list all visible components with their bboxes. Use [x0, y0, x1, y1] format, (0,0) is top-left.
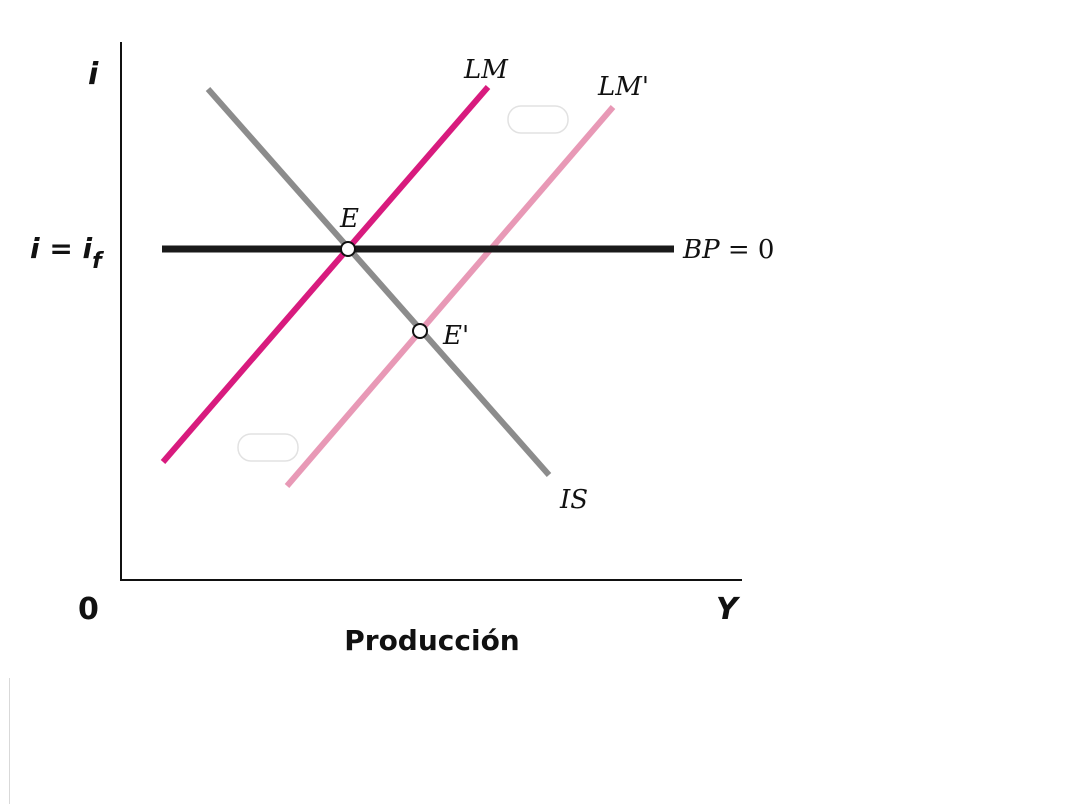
y-axis-label: i: [88, 57, 99, 92]
y-tick-label-if: i = if: [30, 232, 104, 274]
lm-prime-curve: [284, 105, 616, 488]
origin-label: 0: [78, 592, 99, 627]
bp-label: BP = 0: [682, 235, 774, 265]
y-tick-prefix: i = i: [30, 232, 93, 265]
x-axis-title: Producción: [344, 624, 520, 657]
lm-prime-label: LM': [597, 72, 649, 102]
x-axis-label: Y: [716, 592, 741, 627]
decorative-tab-top: [507, 105, 569, 134]
decorative-tab-bottom: [237, 433, 299, 462]
equilibrium-point-e: [340, 241, 356, 257]
lm-curve: [160, 85, 491, 464]
is-label: IS: [559, 485, 588, 515]
point-e-prime-label: E': [442, 321, 469, 351]
equilibrium-point-e-prime: [412, 323, 428, 339]
bp-label-rest: = 0: [720, 235, 775, 265]
lm-label: LM: [463, 55, 509, 85]
bp-label-italic: BP: [682, 235, 720, 265]
divider-line: [9, 678, 10, 804]
point-e-label: E: [339, 204, 359, 234]
y-tick-subscript: f: [92, 249, 104, 274]
is-curve: [205, 87, 552, 477]
